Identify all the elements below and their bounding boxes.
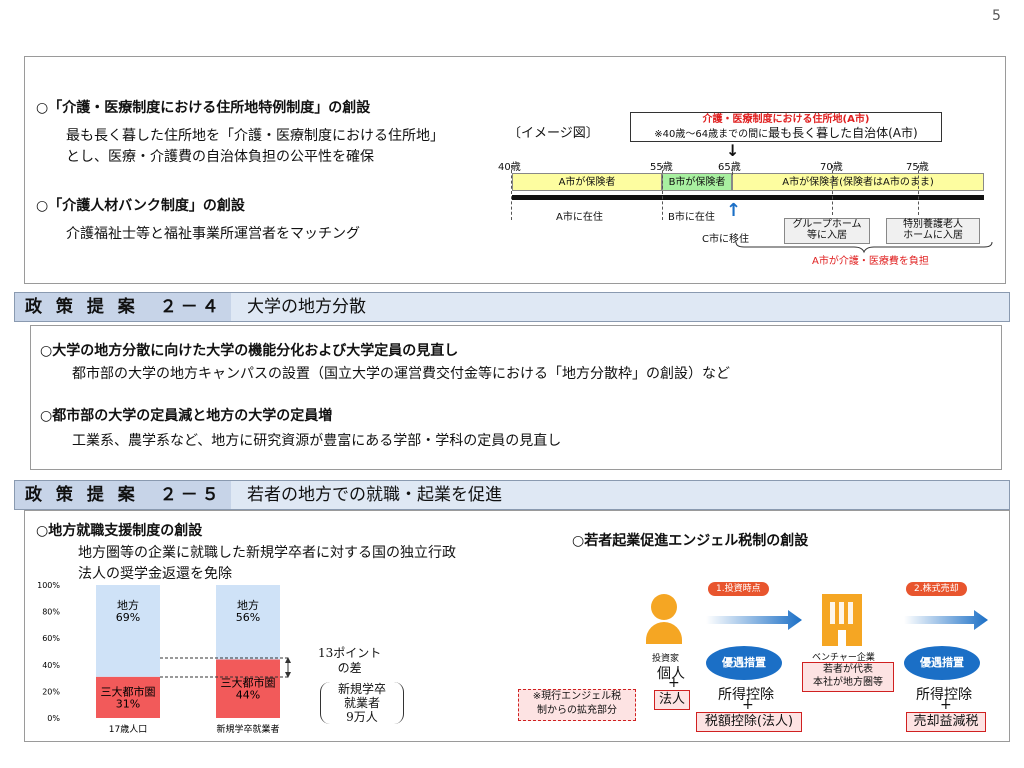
bar-data-label: 56% [236,611,260,624]
policy-25-title: 若者の地方での就職・起業を促進 [247,485,502,505]
plus-3: + [940,697,952,713]
policy-25-header: 政 策 提 案 ２－５ 若者の地方での就職・起業を促進 [14,480,1010,510]
policy-24-box [30,325,1002,470]
policy-24-label: 政 策 提 案 ２－４ [15,293,231,321]
up-arrow-icon: ↑ [726,200,742,221]
age-75: 75歳 [906,162,929,173]
corporate-label: 法人 [654,690,690,710]
page-number: 5 [992,8,1001,24]
x-category-label: 17歳人口 [109,723,147,735]
item1-line2: とし、医療・介護費の自治体負担の公平性を確保 [66,149,374,165]
y-tick-label: 40% [42,661,60,670]
preference-oval-1: 優遇措置 [706,646,782,680]
item1-heading: ○「介護・医療制度における住所地特例制度」の創設 [36,100,371,116]
bar-data-label: 三大都市圏 [101,684,156,698]
building-icon [822,594,862,646]
item1-line1: 最も長く暮した住所地を「介護・医療制度における住所地」 [66,128,444,144]
below-a-city: A市に在住 [556,212,603,223]
bar-data-label: 69% [116,611,140,624]
x-category-label: 新規学卒就業者 [216,723,279,735]
expansion-note: ※現行エンジェル税 制からの拡充部分 [518,689,636,721]
age-65: 65歳 [718,162,741,173]
individual-label: 個人 [657,666,685,682]
investor-icon [651,594,677,620]
step1-badge: 1.投資時点 [708,582,769,596]
segment-a-city: A市が保険者 [512,173,662,191]
bottom-brace [735,241,993,254]
plus-1: + [668,675,680,691]
diff-note: 13ポイント の差 [318,646,382,675]
y-tick-label: 100% [37,581,60,590]
bar-data-label: 地方 [237,598,259,612]
tax-credit-label: 税額控除(法人) [696,712,802,732]
image-label: 〔イメージ図〕 [508,126,599,141]
policy-25-left-line1: 地方圏等の企業に就職した新規学卒者に対する国の独立行政 [78,545,456,561]
tick-line-40 [511,165,512,220]
preference-oval-2: 優遇措置 [904,646,980,680]
segment-b-city: B市が保険者 [662,173,732,191]
segment-a-city-continued: A市が保険者(保険者はA市のまま) [732,173,984,191]
age-70: 70歳 [820,162,843,173]
policy-24-item2-heading: ○都市部の大学の定員減と地方の大学の定員増 [40,408,333,424]
age-55: 55歳 [650,162,673,173]
tick-line-70 [832,165,833,215]
top-section-box [24,56,1006,284]
policy-25-left-heading: ○地方就職支援制度の創設 [36,523,203,539]
venture-box: 若者が代表 本社が地方圏等 [802,662,894,692]
bar-segment [96,585,160,677]
bottom-note: A市が介護・医療費を負担 [812,256,929,267]
group-home-box: グループホーム 等に入居 [784,218,870,244]
income-deduct-2: 所得控除 [916,687,972,703]
item2-heading: ○「介護人材バンク制度」の創設 [36,198,245,214]
bar-segment [96,676,160,718]
tick-line-65 [732,165,733,175]
bar-segment [216,659,280,718]
investor-label: 投資家 [652,654,680,664]
tick-line-75 [918,165,919,215]
tick-line-55 [662,165,663,220]
y-tick-label: 60% [42,634,60,643]
y-tick-label: 80% [42,608,60,617]
callout-line-pre: ※40歳～64歳までの間に [654,129,769,140]
gain-reduce-label: 売却益減税 [906,712,986,732]
policy-24-header: 政 策 提 案 ２－４ 大学の地方分散 [14,292,1010,322]
bar-data-label: 31% [116,697,140,710]
down-arrow-icon: ↓ [726,141,740,160]
callout-line-post: 最も長く暮した自治体(A市) [768,126,918,140]
policy-24-item1-heading: ○大学の地方分散に向けた大学の機能分化および大学定員の見直し [40,343,459,359]
step2-badge: 2.株式売却 [906,582,967,596]
nursing-home-box: 特別養護老人 ホームに入居 [886,218,980,244]
arrow-right-icon-2 [904,610,988,630]
bar-data-label: 44% [236,689,260,702]
policy-24-item1-text: 都市部の大学の地方キャンパスの設置（国立大学の運営費交付金等における「地方分散枠… [72,366,730,382]
below-c-city: C市に移住 [702,234,749,245]
below-b-city: B市に在住 [668,212,715,223]
bar-segment [216,585,280,660]
callout-box: 介護・医療制度における住所地(A市) ※40歳～64歳までの間に最も長く暮した自… [630,112,942,142]
item2-line1: 介護福祉士等と福祉事業所運営者をマッチング [66,226,360,242]
policy-25-left-line2: 法人の奨学金返還を免除 [78,566,232,582]
bracket-note: 新規学卒 就業者 9万人 [320,682,404,724]
arrow-right-icon [706,610,802,630]
plus-2: + [742,697,754,713]
policy-25-label: 政 策 提 案 ２－５ [15,481,231,509]
stacked-bar-chart: 0%20%40%60%80%100%三大都市圏31%地方69%17歳人口三大都市… [37,581,280,735]
age-40: 40歳 [498,162,521,173]
policy-24-title: 大学の地方分散 [247,297,366,317]
policy-25-right-heading: ○若者起業促進エンジェル税制の創設 [572,533,809,549]
difference-indicator [160,657,291,678]
y-tick-label: 20% [42,687,60,696]
policy-24-item2-text: 工業系、農学系など、地方に研究資源が豊富にある学部・学科の定員の見直し [72,433,562,449]
venture-label: ベンチャー企業 [812,653,875,663]
bar-data-label: 地方 [117,598,139,612]
timeline-bar [512,195,984,200]
callout-title: 介護・医療制度における住所地(A市) [702,114,870,125]
y-tick-label: 0% [47,714,60,723]
investor-body-icon [646,622,682,644]
bar-data-label: 三大都市圏 [221,676,276,690]
income-deduct-1: 所得控除 [718,687,774,703]
